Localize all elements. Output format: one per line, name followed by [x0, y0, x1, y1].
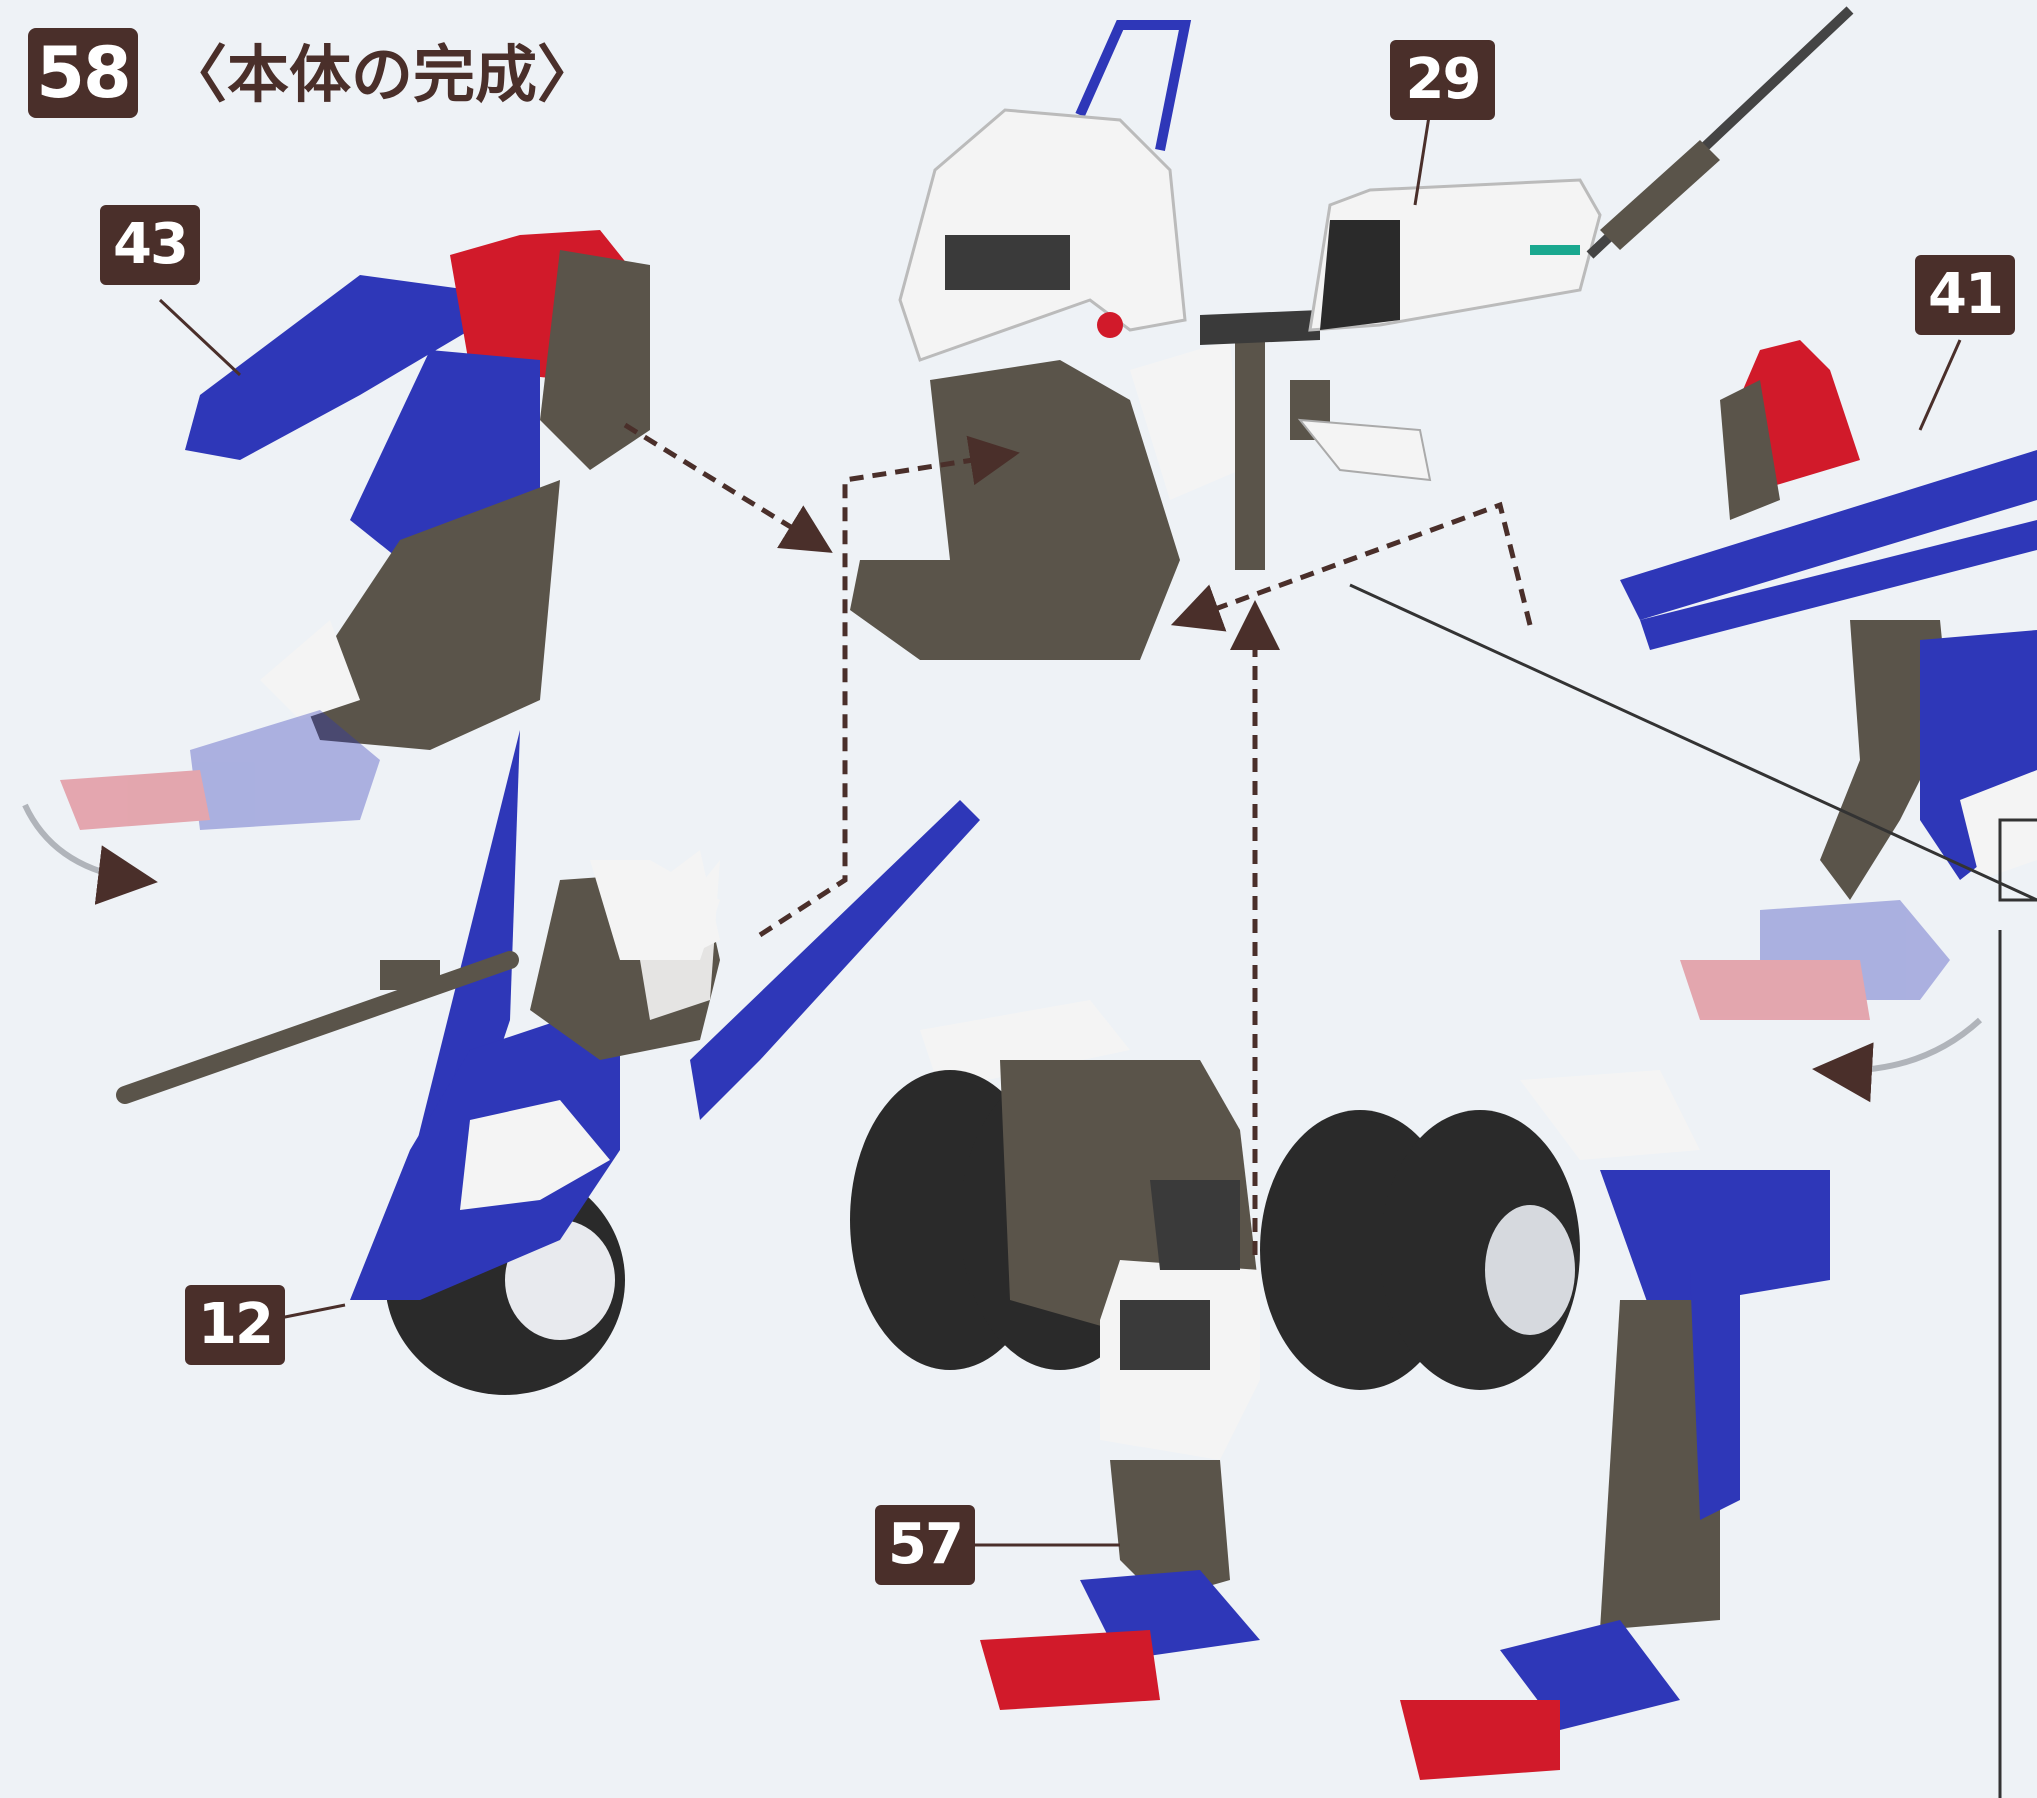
arrow-43-to-head [623, 422, 833, 553]
assembly-arrows [623, 422, 1533, 1255]
callout-label-41: 41 [1915, 255, 2015, 335]
step-title: 〈本体の完成〉 [165, 38, 600, 111]
right-front-leg-part [1620, 340, 2037, 1103]
detail-inset-frame [1998, 818, 2037, 902]
hind-body-part [850, 1000, 1830, 1780]
callout-label-12: 12 [185, 1285, 285, 1365]
callout-label-29: 29 [1390, 40, 1495, 120]
arrow-41-to-head [1170, 501, 1533, 632]
callout-43-leader [158, 298, 242, 377]
step-number-badge: 58 [28, 28, 138, 118]
arrow-12-to-head [758, 435, 1020, 938]
callout-label-57: 57 [875, 1505, 975, 1585]
detail-inset-leader [1349, 583, 2037, 902]
head-part [850, 6, 1854, 660]
callout-label-43: 43 [100, 205, 200, 285]
tail-unit-part [116, 730, 980, 1395]
left-front-leg-part [22, 230, 650, 905]
callout-29-leader [1413, 109, 1432, 206]
callout-41-leader [1918, 339, 1962, 431]
